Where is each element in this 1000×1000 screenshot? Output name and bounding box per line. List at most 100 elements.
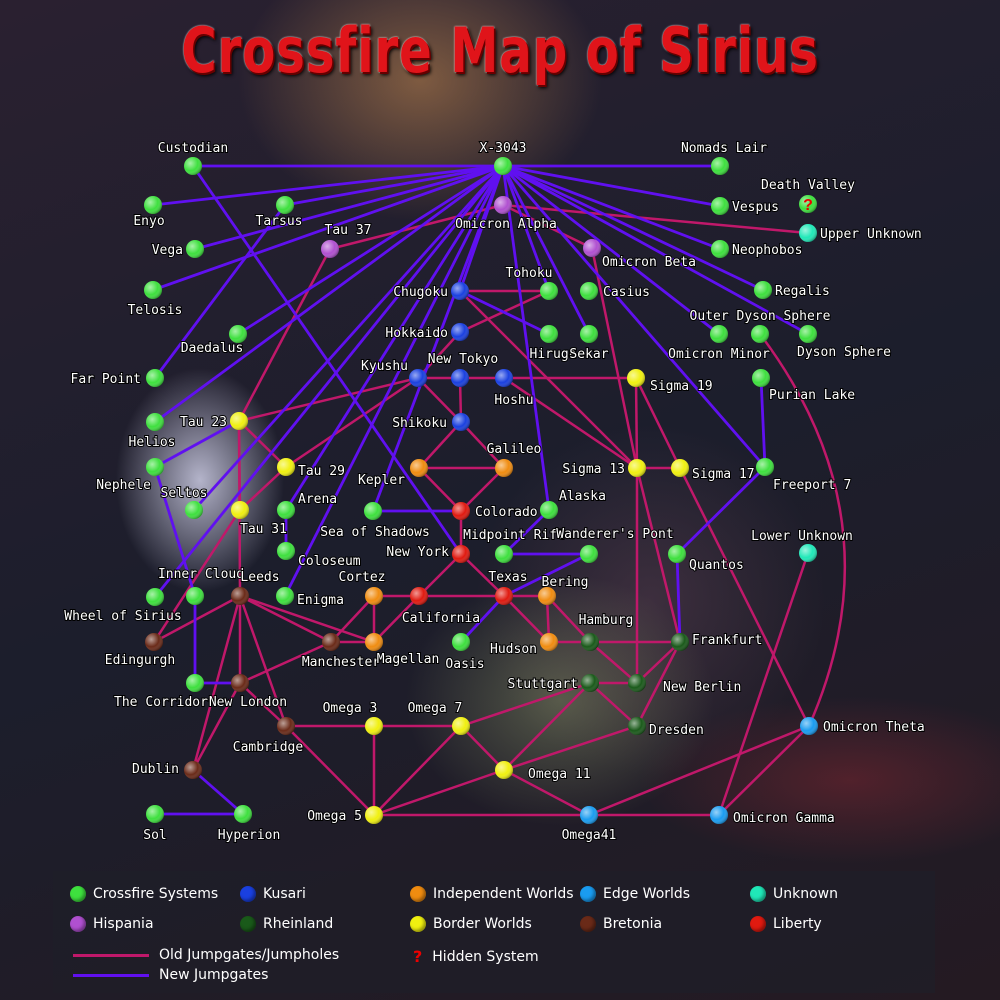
system-custodian[interactable]: Custodian (157, 140, 229, 175)
system-wanderer-s-pont[interactable]: Wanderer's Pont (555, 526, 675, 563)
system-label: Galileo (487, 442, 542, 457)
system-death-valley[interactable]: ?Death Valley (760, 177, 856, 214)
system-vega[interactable]: Vega (151, 240, 204, 259)
node-shine (711, 157, 729, 175)
hispania-dot-icon (70, 916, 86, 932)
node-shine (711, 240, 729, 258)
system-hudson[interactable]: Hudson (489, 633, 558, 658)
system-omega-11[interactable]: Omega 11 (495, 761, 592, 783)
system-sea-of-shadows[interactable]: Sea of Shadows (319, 502, 431, 541)
system-upper-unknown[interactable]: Upper Unknown (799, 224, 923, 243)
system-telosis[interactable]: Telosis (127, 281, 183, 319)
system-stuttgart[interactable]: Stuttgart (507, 674, 599, 693)
system-far-point[interactable]: Far Point (70, 369, 164, 388)
system-coloseum[interactable]: Coloseum (277, 542, 362, 570)
system-label: Manchester (302, 655, 380, 670)
system-sol[interactable]: Sol (142, 805, 168, 844)
system-omicron-theta[interactable]: Omicron Theta (800, 717, 926, 736)
system-tarsus[interactable]: Tarsus (255, 196, 303, 230)
system-freeport-7[interactable]: Freeport 7 (756, 458, 852, 494)
system-tau-37[interactable]: Tau 37 (321, 222, 372, 258)
system-nomads-lair[interactable]: Nomads Lair (680, 140, 768, 175)
system-new-london[interactable]: New London (208, 674, 288, 711)
system-inner-cloud[interactable]: Inner Cloud (157, 566, 245, 605)
system-manchester[interactable]: Manchester (301, 633, 381, 671)
system-vespus[interactable]: Vespus (711, 197, 780, 216)
system-omicron-alpha[interactable]: Omicron Alpha (454, 196, 558, 233)
system-leeds[interactable]: Leeds (231, 569, 281, 605)
system-tau-31[interactable]: Tau 31 (231, 501, 288, 538)
node-shine (184, 761, 202, 779)
system-casius[interactable]: Casius (580, 282, 651, 301)
system-seltos[interactable]: Seltos (160, 485, 208, 519)
system-dyson-sphere[interactable]: Dyson Sphere (796, 325, 892, 361)
system-bering[interactable]: Bering (538, 574, 589, 605)
system-enigma[interactable]: Enigma (276, 587, 345, 609)
node-shine (451, 282, 469, 300)
system-daedalus[interactable]: Daedalus (180, 325, 247, 357)
old-jumpgate-omicron-gamma-to-omicron-theta (718, 725, 810, 816)
system-nephele[interactable]: Nephele (95, 458, 164, 494)
system-wheel-of-sirius[interactable]: Wheel of Sirius (63, 588, 183, 625)
system-cortez[interactable]: Cortez (338, 569, 386, 605)
system-frankfurt[interactable]: Frankfurt (671, 632, 763, 651)
system-omega-5[interactable]: Omega 5 (306, 806, 383, 825)
system-kyushu[interactable]: Kyushu (360, 358, 427, 387)
system-arena[interactable]: Arena (277, 491, 338, 519)
system-chugoku[interactable]: Chugoku (392, 282, 469, 301)
system-sigma-17[interactable]: Sigma 17 (671, 459, 756, 483)
system-hoshu[interactable]: Hoshu (493, 369, 535, 409)
system-omicron-gamma[interactable]: Omicron Gamma (710, 806, 836, 827)
system-texas[interactable]: Texas (487, 569, 529, 605)
system-magellan[interactable]: Magellan (365, 633, 440, 668)
system-label: Inner Cloud (158, 567, 244, 582)
system-omega-3[interactable]: Omega 3 (322, 700, 383, 735)
system-edingurgh[interactable]: Edingurgh (104, 633, 176, 669)
system-hokkaido[interactable]: Hokkaido (384, 323, 469, 342)
system-alaska[interactable]: Alaska (540, 488, 607, 519)
system-quantos[interactable]: Quantos (668, 545, 745, 574)
legend-independent: Independent Worlds (410, 886, 574, 902)
system-sekar[interactable]: Sekar (568, 325, 610, 363)
system-dresden[interactable]: Dresden (628, 717, 705, 739)
system-galileo[interactable]: Galileo (486, 441, 542, 477)
node-shine (277, 458, 295, 476)
node-shine (231, 587, 249, 605)
system-tau-29[interactable]: Tau 29 (277, 458, 346, 480)
system-midpoint-rift[interactable]: Midpoint Rift (462, 527, 566, 563)
system-new-york[interactable]: New York (385, 544, 470, 563)
system-kepler[interactable]: Kepler (357, 459, 428, 489)
system-tohoku[interactable]: Tohoku (505, 265, 558, 300)
system-hiruga[interactable]: Hiruga (529, 325, 577, 363)
system-colorado[interactable]: Colorado (452, 502, 539, 521)
system-label: Lower Unknown (751, 529, 853, 544)
system-x-3043[interactable]: X-3043 (479, 140, 527, 175)
system-hamburg[interactable]: Hamburg (578, 612, 634, 651)
system-label: X-3043 (480, 141, 527, 156)
system-new-berlin[interactable]: New Berlin (628, 674, 742, 696)
system-tau-23[interactable]: Tau 23 (179, 412, 248, 431)
system-omega-7[interactable]: Omega 7 (407, 700, 470, 735)
system-omicron-beta[interactable]: Omicron Beta (583, 239, 697, 271)
system-california[interactable]: California (401, 587, 481, 627)
system-the-corridor[interactable]: The Corridor (113, 674, 209, 711)
system-enyo[interactable]: Enyo (132, 196, 166, 230)
system-hyperion[interactable]: Hyperion (217, 805, 281, 844)
system-lower-unknown[interactable]: Lower Unknown (750, 528, 854, 562)
system-outer-dyson-sphere[interactable]: Outer Dyson Sphere (689, 308, 832, 343)
system-helios[interactable]: Helios (128, 413, 176, 451)
system-omicron-minor[interactable]: Omicron Minor (667, 325, 771, 363)
system-shikoku[interactable]: Shikoku (391, 413, 470, 432)
system-regalis[interactable]: Regalis (754, 281, 831, 300)
system-omega41[interactable]: Omega41 (561, 806, 617, 844)
system-purian-lake[interactable]: Purian Lake (752, 369, 856, 404)
system-sigma-19[interactable]: Sigma 19 (627, 369, 714, 395)
system-dublin[interactable]: Dublin (131, 761, 202, 779)
node-shine (495, 587, 513, 605)
system-neophobos[interactable]: Neophobos (711, 240, 803, 259)
system-sigma-13[interactable]: Sigma 13 (561, 459, 646, 478)
system-oasis[interactable]: Oasis (444, 633, 486, 673)
system-new-tokyo[interactable]: New Tokyo (427, 351, 499, 387)
legend-edge: Edge Worlds (580, 886, 690, 902)
system-cambridge[interactable]: Cambridge (232, 717, 304, 756)
